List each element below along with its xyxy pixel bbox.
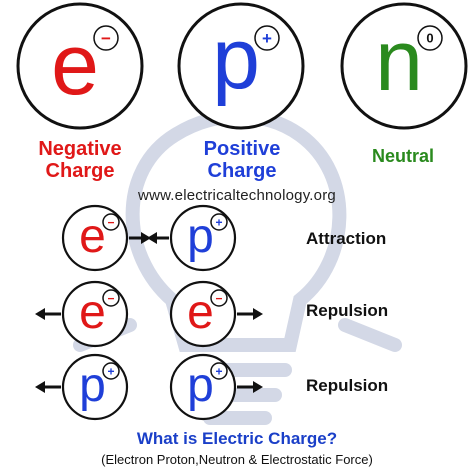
proton-large: p+	[177, 2, 305, 130]
row2-arrow-right-outward	[237, 308, 263, 320]
diagram-subtitle: (Electron Proton,Neutron & Electrostatic…	[101, 452, 373, 467]
row1-arrow-left-inward	[129, 232, 151, 244]
electron-charge-label-line1: Negative	[38, 138, 122, 160]
diagram-title: What is Electric Charge?	[136, 429, 338, 448]
row2-right-electron-charge-sign: −	[215, 291, 222, 305]
row3-arrow-right-outward	[237, 381, 263, 393]
row1-right-proton-charge-sign: +	[215, 215, 222, 229]
row3-right-proton-charge-badge	[210, 362, 228, 380]
neutron-large-letter: n	[375, 13, 423, 109]
proton-large-charge-badge	[254, 25, 280, 51]
neutron-charge-label: Neutral	[371, 146, 434, 166]
row3-arrow-left-outward	[35, 381, 61, 393]
row1-right-proton-charge-badge	[210, 213, 228, 231]
row2-right-electron-charge-badge	[210, 289, 228, 307]
row2-right-electron-letter: e	[187, 286, 214, 339]
row2-left-electron-letter: e	[79, 286, 106, 339]
row2-left-electron: e−	[61, 280, 129, 348]
row3-left-proton: p+	[61, 353, 129, 421]
row1-right-proton: p+	[169, 204, 237, 272]
proton-charge-label: Positive Charge	[180, 138, 304, 183]
neutron-large-charge-badge	[417, 25, 443, 51]
electron-large-letter: e	[51, 17, 99, 113]
interaction-label-attraction: Attraction	[306, 229, 387, 248]
row2-left-electron-charge-sign: −	[107, 291, 114, 305]
interaction-row-2: e−e−	[35, 280, 263, 348]
row3-right-proton-charge-sign: +	[215, 364, 222, 378]
electron-large-charge-badge	[93, 25, 119, 51]
interaction-label-repulsion-protons: Repulsion	[306, 376, 389, 395]
row2-left-electron-charge-badge	[102, 289, 120, 307]
row1-arrow-right-inward	[147, 232, 169, 244]
electron-large: e−	[16, 2, 144, 130]
proton-large-charge-sign: +	[262, 29, 272, 48]
proton-charge-label-line1: Positive	[203, 138, 281, 160]
row1-left-electron-charge-sign: −	[107, 215, 114, 229]
row3-left-proton-letter: p	[79, 359, 106, 412]
website-url: www.electricaltechnology.org	[138, 187, 336, 204]
row3-right-proton-letter: p	[187, 359, 214, 412]
row1-left-electron-charge-badge	[102, 213, 120, 231]
row2-arrow-left-outward	[35, 308, 61, 320]
electron-charge-label: Negative Charge	[18, 138, 142, 183]
row1-left-electron: e−	[61, 204, 129, 272]
row2-right-electron: e−	[169, 280, 237, 348]
row3-right-proton: p+	[169, 353, 237, 421]
row3-left-proton-charge-badge	[102, 362, 120, 380]
electron-large-charge-sign: −	[101, 29, 111, 48]
interaction-row-1: e− p+	[61, 204, 237, 272]
row3-left-proton-charge-sign: +	[107, 364, 114, 378]
row1-left-electron-letter: e	[79, 210, 106, 263]
interaction-row-3: p+p+	[35, 353, 263, 421]
row1-right-proton-letter: p	[187, 210, 214, 263]
proton-charge-label-line2: Charge	[207, 160, 277, 183]
proton-large-letter: p	[212, 11, 260, 107]
neutron-large-charge-sign: 0	[426, 31, 433, 46]
interaction-label-repulsion-electrons: Repulsion	[306, 301, 389, 320]
electron-charge-label-line2: Charge	[45, 160, 115, 183]
